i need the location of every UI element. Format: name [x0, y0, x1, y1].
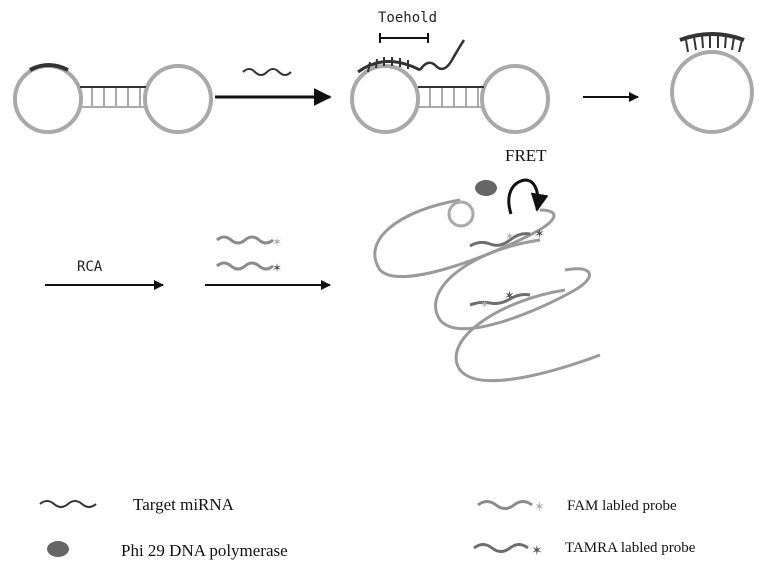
target-mirna-strand	[242, 68, 292, 76]
legend-tamra-probe-label: TAMRA labled probe	[565, 540, 696, 556]
fret-label: FRET	[505, 146, 547, 165]
mirna-tail	[418, 39, 466, 71]
circular-template-ring	[670, 50, 754, 134]
complex-right-loop	[480, 64, 550, 134]
bound-probe-upper	[469, 232, 531, 248]
legend-tamra-probe-strand	[473, 543, 529, 553]
fam-star-icon: ✶	[272, 235, 282, 249]
bound-mirna-strand	[357, 60, 421, 74]
tamra-star-icon: ✶	[272, 261, 282, 275]
bound-fam-star-lower-icon: ✶	[480, 299, 489, 311]
toehold-base-pairs	[367, 57, 409, 73]
toehold-label: Toehold	[378, 10, 437, 26]
legend-fam-star-icon: ✶	[534, 499, 545, 514]
dumbbell-probe	[13, 63, 213, 134]
spiral-coil-1	[373, 198, 556, 279]
phi29-polymerase	[475, 180, 497, 196]
legend: Target miRNA Phi 29 DNA polymerase ✶ FAM…	[39, 495, 696, 560]
probe-pair: ✶ ✶	[216, 235, 282, 275]
legend-target-mirna-icon	[39, 500, 97, 508]
dumbbell-right-loop	[143, 64, 213, 134]
circular-template	[670, 32, 754, 134]
primer-strand	[679, 32, 745, 42]
dumbbell-base-pairs	[91, 88, 141, 106]
toehold-bracket	[379, 33, 429, 43]
complex-base-pairs	[429, 88, 479, 106]
dumbbell-left-loop	[13, 64, 83, 134]
fam-probe-strand	[216, 235, 274, 245]
tamra-probe-strand	[216, 261, 274, 271]
legend-polymerase-label: Phi 29 DNA polymerase	[121, 541, 288, 560]
rca-label: RCA	[77, 259, 103, 275]
spiral-coil-2	[434, 238, 591, 331]
bound-tamra-star-icon: ✶	[534, 226, 545, 241]
bound-probe-lower	[469, 293, 531, 307]
rca-product-spiral: ✶ ✶ ✶ ✶ FRET	[373, 146, 601, 383]
legend-target-mirna-label: Target miRNA	[133, 495, 235, 514]
spiral-coil-3	[454, 288, 601, 383]
fret-curved-arrow	[507, 178, 549, 215]
bound-tamra-star-lower-icon: ✶	[504, 288, 515, 303]
legend-fam-probe-strand	[477, 500, 533, 510]
primer-base-pairs	[685, 34, 743, 53]
toehold-binding-complex: Toehold	[350, 10, 550, 134]
legend-tamra-star-icon: ✶	[531, 544, 543, 559]
dumbbell-toehold-segment	[29, 63, 69, 72]
legend-fam-probe-label: FAM labled probe	[567, 498, 677, 514]
legend-polymerase-icon	[47, 541, 69, 557]
bound-fam-star-icon: ✶	[505, 231, 514, 243]
spiral-template-circle	[447, 200, 475, 228]
complex-left-loop	[350, 64, 420, 134]
